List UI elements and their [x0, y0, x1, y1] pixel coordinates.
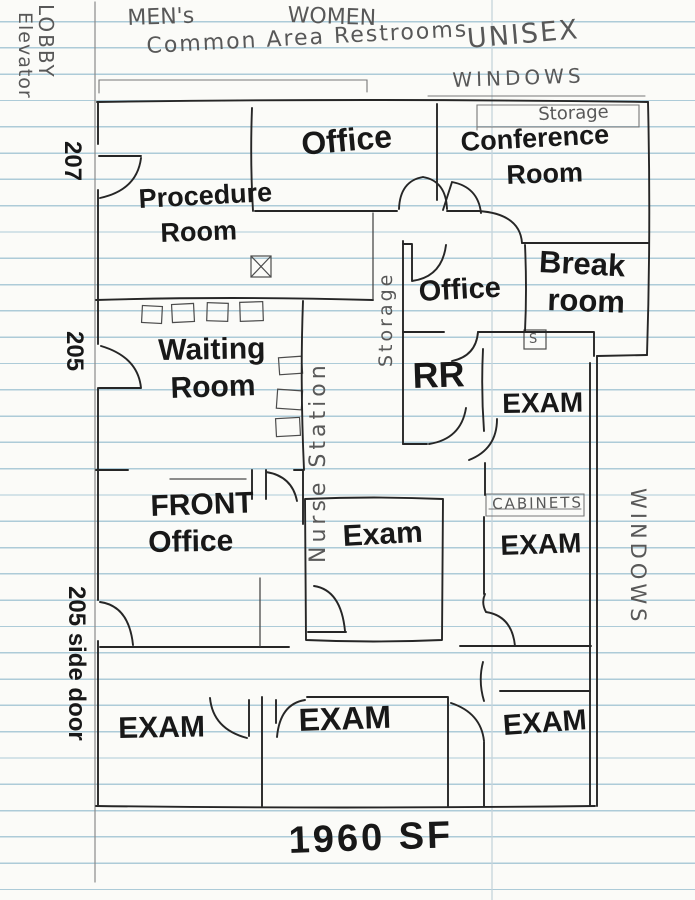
- total-area-label: 1960 SF: [287, 814, 454, 862]
- waiting-chair: [206, 302, 229, 322]
- door-exam-center-inner: [307, 585, 347, 633]
- wall-office-left: [250, 107, 254, 212]
- office-mid-label: Office: [417, 271, 502, 308]
- cabinets-label: CABINETS: [491, 493, 584, 513]
- side-door-205-label: 205 side door: [63, 586, 90, 741]
- exam-bottom-right-label: EXAM: [501, 704, 588, 742]
- door-mid-corridor: [451, 331, 479, 362]
- waiting-chair: [277, 355, 304, 376]
- procedure-room-label-line1: Procedure: [137, 177, 273, 214]
- door-207: [98, 155, 142, 199]
- waiting-chair: [274, 416, 302, 438]
- door-exam-mid: [482, 516, 516, 647]
- procedure-room-label-line2: Room: [159, 215, 238, 248]
- door-conference: [442, 181, 482, 214]
- restroom-label: RR: [411, 353, 466, 396]
- windows-top-label: WINDOWS: [451, 63, 585, 92]
- walls: [95, 99, 651, 809]
- suite-205-label: 205: [61, 331, 88, 372]
- light-walls: [169, 212, 374, 647]
- suite-207-label: 207: [59, 141, 86, 182]
- wall-right-upper: [646, 101, 651, 356]
- waiting-chair: [239, 300, 264, 322]
- exam-mid-right-label: EXAM: [499, 527, 582, 561]
- door-205-side: [99, 601, 134, 646]
- wall-break-room-step: [596, 354, 648, 357]
- exam-upper-right-label: EXAM: [501, 386, 584, 419]
- equipment-box: [250, 255, 272, 278]
- mens-restroom-label: MEN's: [126, 3, 195, 31]
- wall-waiting-top: [95, 297, 374, 301]
- wall-bottom: [95, 805, 596, 809]
- waiting-chair: [275, 388, 304, 411]
- wall-office-break-divider: [524, 244, 527, 332]
- wall-office-bottom-corner: [446, 210, 523, 244]
- window-bracket-top-left: [98, 79, 368, 94]
- wall-front-office-top: [95, 469, 304, 525]
- break-room-label-line2: room: [546, 282, 626, 320]
- exam-bottom-center-label: EXAM: [297, 698, 392, 738]
- wall-mid-bottom: [402, 331, 595, 357]
- wall-rr-exam-divider: [481, 348, 485, 432]
- lobby-label: LOBBY: [34, 4, 58, 79]
- door-205: [98, 345, 142, 389]
- windows-right-label: WINDOWS: [626, 488, 650, 626]
- door-exam-upper: [468, 418, 498, 461]
- conference-room-label-line2: Room: [505, 157, 584, 190]
- front-office-label-line1: FRONT: [149, 486, 255, 523]
- break-room-label-line1: Break: [538, 244, 627, 284]
- door-rr: [402, 407, 467, 445]
- storage-closet-label: Storage: [375, 271, 397, 367]
- waiting-room-label-line1: Waiting: [157, 332, 266, 367]
- pencil-details: [98, 79, 646, 517]
- exam-center-box: [304, 496, 444, 643]
- office-top-label: Office: [299, 118, 394, 162]
- double-door-office: [398, 176, 448, 210]
- storage-box-outline: [476, 104, 640, 131]
- nurse-station-label: Nurse Station: [306, 361, 331, 563]
- elevator-label: Elevator: [14, 12, 36, 99]
- sink-box: [523, 329, 547, 350]
- equipment-box-x: [250, 255, 272, 278]
- cabinets-outline: [485, 493, 585, 517]
- waiting-chair: [140, 304, 164, 325]
- exam-bottom-left-label: EXAM: [117, 710, 206, 745]
- door-office-mid: [402, 243, 447, 282]
- wall-right-double: [589, 355, 598, 807]
- exam-center-label: Exam: [341, 515, 424, 553]
- wall-exam-bottom-center: [306, 696, 449, 807]
- wall-nurse-station: [300, 300, 305, 471]
- front-office-label-line2: Office: [147, 524, 234, 559]
- wall-top: [96, 99, 649, 103]
- sink-label: S: [529, 332, 538, 347]
- door-exam-center: [276, 699, 306, 738]
- door-exam-bottom-right: [450, 661, 485, 807]
- waiting-room-label-line2: Room: [169, 369, 257, 405]
- door-exam-bottom-left: [209, 696, 277, 807]
- waiting-chair: [170, 302, 196, 324]
